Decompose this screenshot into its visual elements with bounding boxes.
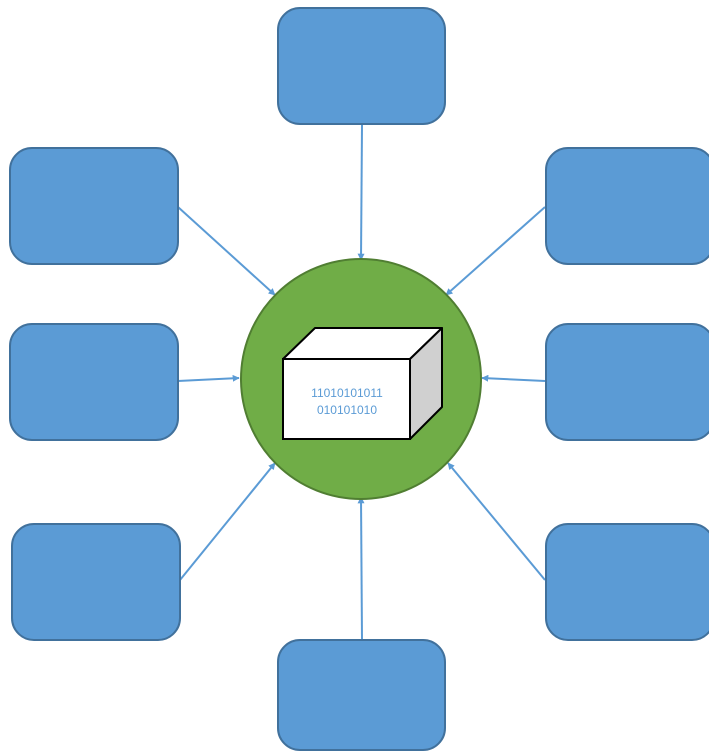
connectors xyxy=(177,124,546,641)
node-bottom xyxy=(277,639,446,751)
arrow-middle-right xyxy=(481,374,546,382)
arrow-lower-right xyxy=(447,462,546,581)
arrow-bottom xyxy=(357,496,365,641)
arrow-upper-left xyxy=(177,206,276,296)
node-middle-left xyxy=(9,323,179,441)
hub: 11010101011 010101010 xyxy=(240,258,482,500)
arrow-top xyxy=(357,124,365,261)
binary-line-2: 010101010 xyxy=(317,403,377,417)
node-upper-right xyxy=(545,147,709,265)
node-upper-left xyxy=(9,147,179,265)
node-middle-right xyxy=(545,323,709,441)
binary-line-1: 11010101011 xyxy=(311,386,383,400)
arrow-upper-right xyxy=(445,206,546,296)
nodes xyxy=(9,7,709,751)
data-cube-icon: 11010101011 010101010 xyxy=(282,327,443,440)
node-lower-right xyxy=(545,523,709,641)
node-top xyxy=(277,7,446,125)
arrow-lower-left xyxy=(179,462,276,581)
cube-front-face xyxy=(282,358,411,440)
node-lower-left xyxy=(11,523,181,641)
arrow-middle-left xyxy=(177,374,240,382)
